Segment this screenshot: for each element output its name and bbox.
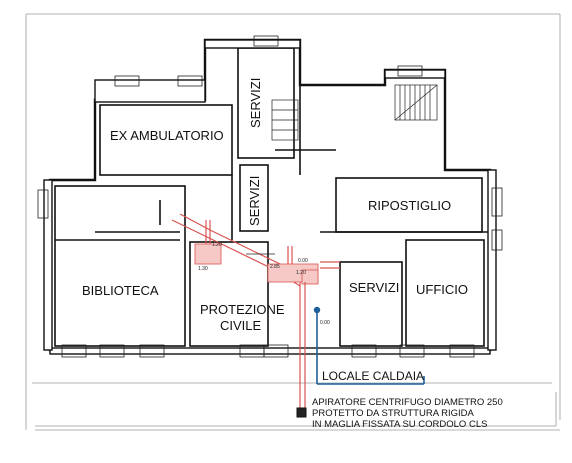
dim-1: 1.20: [212, 242, 222, 248]
label-protezione: PROTEZIONE: [200, 302, 285, 317]
label-servizi-right: SERVIZI: [349, 280, 399, 295]
note-line-2: PROTETTO DA STRUTTURA RIGIDA: [312, 408, 475, 419]
label-ufficio: UFFICIO: [416, 282, 468, 297]
fan-unit: [296, 407, 307, 418]
label-ripostiglio: RIPOSTIGLIO: [368, 198, 451, 213]
note-line-3: IN MAGLIA FISSATA SU CORDOLO CLS: [312, 419, 487, 430]
dim-2: 1.30: [198, 266, 208, 272]
dim-3: 2.85: [270, 264, 280, 270]
ventilation-duct: [171, 213, 340, 410]
label-ex-ambulatorio: EX AMBULATORIO: [110, 128, 224, 143]
building-walls: [48, 38, 492, 352]
note-line-1: APIRATORE CENTRIFUGO DIAMETRO 250: [312, 397, 503, 408]
label-locale-caldaia: LOCALE CALDAIA: [322, 369, 424, 383]
dim-5: 0.00: [320, 320, 330, 326]
label-civile: CIVILE: [220, 318, 262, 333]
windows-bottom: [61, 344, 475, 358]
locale-caldaia-callout: [313, 306, 425, 385]
label-biblioteca: BIBLIOTECA: [82, 283, 159, 298]
dim-6: 0.00: [298, 258, 308, 264]
dim-4: 1.20: [296, 270, 306, 276]
stair: [271, 84, 438, 141]
label-servizi-top: SERVIZI: [248, 78, 263, 128]
drawing-frame: [25, 13, 561, 431]
windows-side: [37, 187, 503, 251]
wall-thickenings: [43, 39, 497, 355]
label-servizi-mid: SERVIZI: [247, 176, 262, 226]
windows-top: [114, 35, 423, 87]
